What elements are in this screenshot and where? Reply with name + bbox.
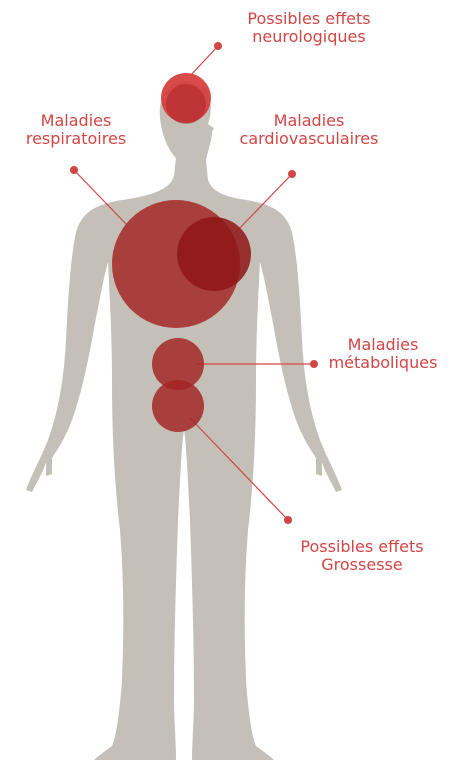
label-cardiovascular-diseases: Maladies cardiovasculaires <box>222 112 396 148</box>
label-meta-line2: métaboliques <box>308 354 456 372</box>
label-neurological-effects: Possibles effets neurologiques <box>214 10 404 46</box>
label-resp-line1: Maladies <box>6 112 146 130</box>
label-resp-line2: respiratoires <box>6 130 146 148</box>
label-neuro-line2: neurologiques <box>214 28 404 46</box>
label-cardio-line1: Maladies <box>222 112 396 130</box>
label-meta-line1: Maladies <box>308 336 456 354</box>
label-respiratory-diseases: Maladies respiratoires <box>6 112 146 148</box>
label-cardio-line2: cardiovasculaires <box>222 130 396 148</box>
brain-bubble-overlay <box>166 84 206 124</box>
label-preg-line2: Grossesse <box>272 556 452 574</box>
neuro-connector <box>190 46 218 76</box>
label-metabolic-diseases: Maladies métaboliques <box>308 336 456 372</box>
heart-bubble <box>177 217 251 291</box>
label-pregnancy-effects: Possibles effets Grossesse <box>272 538 452 574</box>
resp-dot <box>70 166 78 174</box>
preg-dot <box>284 516 292 524</box>
pregnancy-bubble <box>152 380 204 432</box>
label-preg-line1: Possibles effets <box>272 538 452 556</box>
label-neuro-line1: Possibles effets <box>214 10 404 28</box>
cardio-dot <box>288 170 296 178</box>
